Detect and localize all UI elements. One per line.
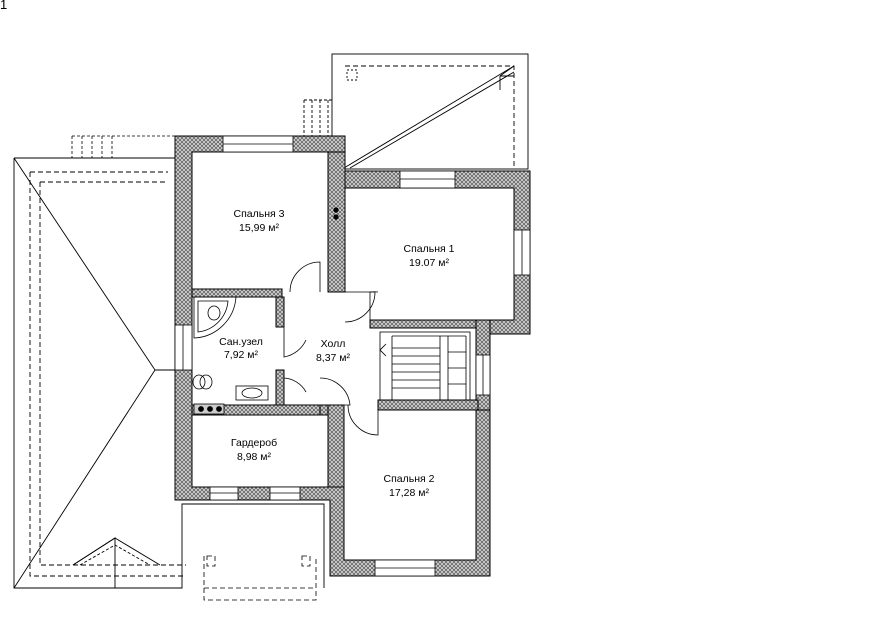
room-area-bedroom-2: 17,28 м² [389,487,429,499]
roof-ticks-left [71,135,176,158]
roof-top-right [303,53,529,170]
room-name-bedroom-2: Спальня 2 [384,473,435,485]
room-labels: Спальня 3 15,99 м² Спальня 1 19.07 м² Са… [219,208,455,499]
staircase [379,331,471,401]
room-name-bedroom-3: Спальня 3 [234,208,285,220]
room-area-bedroom-1: 19.07 м² [409,257,449,269]
room-area-wardrobe: 8,98 м² [237,451,272,463]
room-name-bathroom: Сан.узел [219,336,263,348]
room-area-hall: 8,37 м² [316,352,351,364]
bathroom-fixtures [192,296,269,415]
balcony-bottom [203,555,317,601]
windows [174,135,531,577]
room-name-hall: Холл [321,338,346,350]
ventilation-shafts [333,207,339,220]
room-area-bathroom: 7,92 м² [224,349,259,361]
roof-left [13,157,325,589]
room-name-bedroom-1: Спальня 1 [404,243,455,255]
room-area-bedroom-3: 15,99 м² [239,222,279,234]
doors [283,261,379,440]
room-name-wardrobe: Гардероб [231,437,277,449]
page-number: 1 [0,0,8,12]
